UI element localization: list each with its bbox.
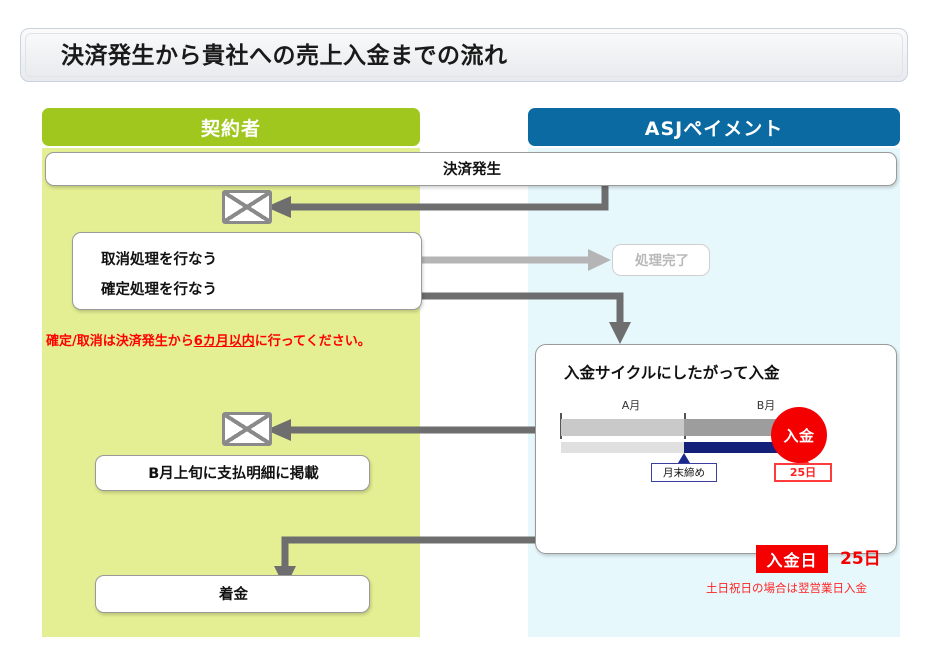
node-process-actions: 取消処理を行なう 確定処理を行なう [72, 232, 422, 310]
node-confirm-process-label: 確定処理を行なう [101, 282, 217, 298]
column-header-contractor: 契約者 [42, 108, 420, 146]
node-cancel-process-label: 取消処理を行なう [101, 252, 217, 268]
payday-marker: 25日 [774, 463, 832, 482]
node-funds-received-label: 着金 [219, 587, 248, 603]
node-payment-occurred: 決済発生 [45, 152, 897, 186]
node-payment-occurred-label: 決済発生 [443, 162, 501, 178]
payday-value: 25日 [840, 549, 881, 569]
node-statement-posted-label: B月上旬に支払明細に掲載 [148, 466, 319, 482]
envelope-icon [222, 190, 272, 224]
timeline-bar-lower-b [684, 442, 809, 453]
payment-cycle-timeline: A月 B月 月末締め 25日 入金 入金日 25日 土日祝日の場合は翌営業日入金 [556, 397, 886, 595]
caution-before: 確定/取消は決済発生から [46, 334, 194, 349]
node-funds-received: 着金 [95, 575, 370, 613]
timeline-bar-month-a [561, 419, 684, 436]
month-end-marker-label: 月末締め [663, 467, 705, 479]
payment-cycle-title: 入金サイクルにしたがって入金 [564, 364, 780, 382]
caution-emphasis: 6カ月以内 [193, 334, 255, 349]
timeline-month-a-label: A月 [621, 399, 641, 412]
month-end-marker: 月末締め [651, 463, 717, 482]
page-title: 決済発生から貴社への売上入金までの流れ [61, 43, 508, 69]
page-title-bar: 決済発生から貴社への売上入金までの流れ [20, 28, 908, 82]
timeline-month-b-label: B月 [756, 399, 776, 412]
timeline-bar-lower-a [561, 442, 684, 453]
caution-text: 確定/取消は決済発生から6カ月以内に行ってください。 [46, 330, 371, 349]
payment-cycle-panel: 入金サイクルにしたがって入金 A月 B月 月末締め 25日 入金 入金日 25日… [535, 344, 897, 595]
node-statement-posted: B月上旬に支払明細に掲載 [95, 455, 370, 491]
payment-badge: 入金 [771, 407, 827, 463]
column-header-asj: ASJペイメント [528, 108, 900, 146]
payday-marker-label: 25日 [789, 466, 817, 479]
title-inner-border [25, 33, 903, 77]
caution-after: に行ってください。 [254, 334, 371, 349]
node-process-complete: 処理完了 [612, 244, 710, 276]
month-end-pointer-icon [678, 453, 690, 463]
node-process-complete-label: 処理完了 [635, 253, 689, 269]
payday-note: 土日祝日の場合は翌営業日入金 [706, 581, 867, 595]
envelope-icon [222, 412, 272, 446]
payday-tag: 入金日 [756, 545, 828, 573]
